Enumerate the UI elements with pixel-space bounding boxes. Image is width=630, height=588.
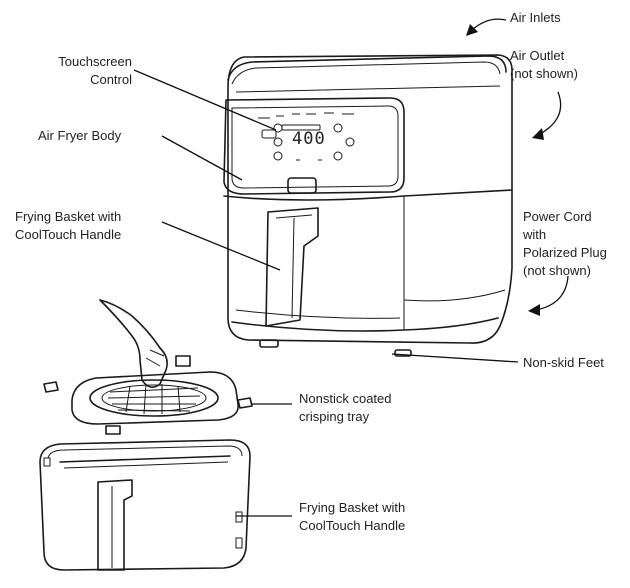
- arrow-air-outlet: [540, 92, 561, 134]
- label-power-cord-line3: Polarized Plug: [523, 244, 607, 262]
- label-touchscreen-line2: Control: [40, 71, 132, 89]
- label-air-outlet: Air Outlet (not shown): [510, 47, 578, 83]
- label-crisping-tray-line1: Nonstick coated: [299, 390, 392, 408]
- crisping-tray: [44, 300, 252, 434]
- basket-release-button: [288, 178, 316, 193]
- leader-lines: [134, 70, 518, 516]
- air-fryer-body: [224, 55, 512, 356]
- label-non-skid-feet: Non-skid Feet: [523, 354, 604, 372]
- tray-bumper: [106, 426, 120, 434]
- label-air-fryer-body: Air Fryer Body: [38, 127, 121, 145]
- label-frying-basket-bottom-line2: CoolTouch Handle: [299, 517, 405, 535]
- label-power-cord-line2: with: [523, 226, 607, 244]
- label-air-outlet-line2: (not shown): [510, 65, 578, 83]
- label-air-outlet-line1: Air Outlet: [510, 47, 578, 65]
- label-air-inlets: Air Inlets: [510, 9, 561, 27]
- label-power-cord: Power Cord with Polarized Plug (not show…: [523, 208, 607, 280]
- arrowhead-icon: [532, 128, 544, 140]
- tray-bumper: [238, 398, 252, 408]
- temperature-display: 400: [292, 130, 326, 148]
- label-frying-basket-top: Frying Basket with CoolTouch Handle: [15, 208, 121, 244]
- arrow-power-cord: [536, 276, 568, 310]
- label-frying-basket-bottom: Frying Basket with CoolTouch Handle: [299, 499, 405, 535]
- label-power-cord-line4: (not shown): [523, 262, 607, 280]
- label-power-cord-line1: Power Cord: [523, 208, 607, 226]
- tray-bumper: [44, 382, 58, 392]
- label-frying-basket-bottom-line1: Frying Basket with: [299, 499, 405, 517]
- arrow-air-inlets: [472, 19, 506, 30]
- label-crisping-tray-line2: crisping tray: [299, 408, 392, 426]
- arrowhead-icon: [466, 24, 478, 36]
- tray-bumper: [176, 356, 190, 366]
- label-touchscreen-line1: Touchscreen: [40, 53, 132, 71]
- frying-basket: [40, 440, 250, 570]
- label-touchscreen-control: Touchscreen Control: [40, 53, 132, 89]
- label-crisping-tray: Nonstick coated crisping tray: [299, 390, 392, 426]
- arrowhead-icon: [528, 304, 540, 316]
- label-frying-basket-top-line2: CoolTouch Handle: [15, 226, 121, 244]
- label-frying-basket-top-line1: Frying Basket with: [15, 208, 121, 226]
